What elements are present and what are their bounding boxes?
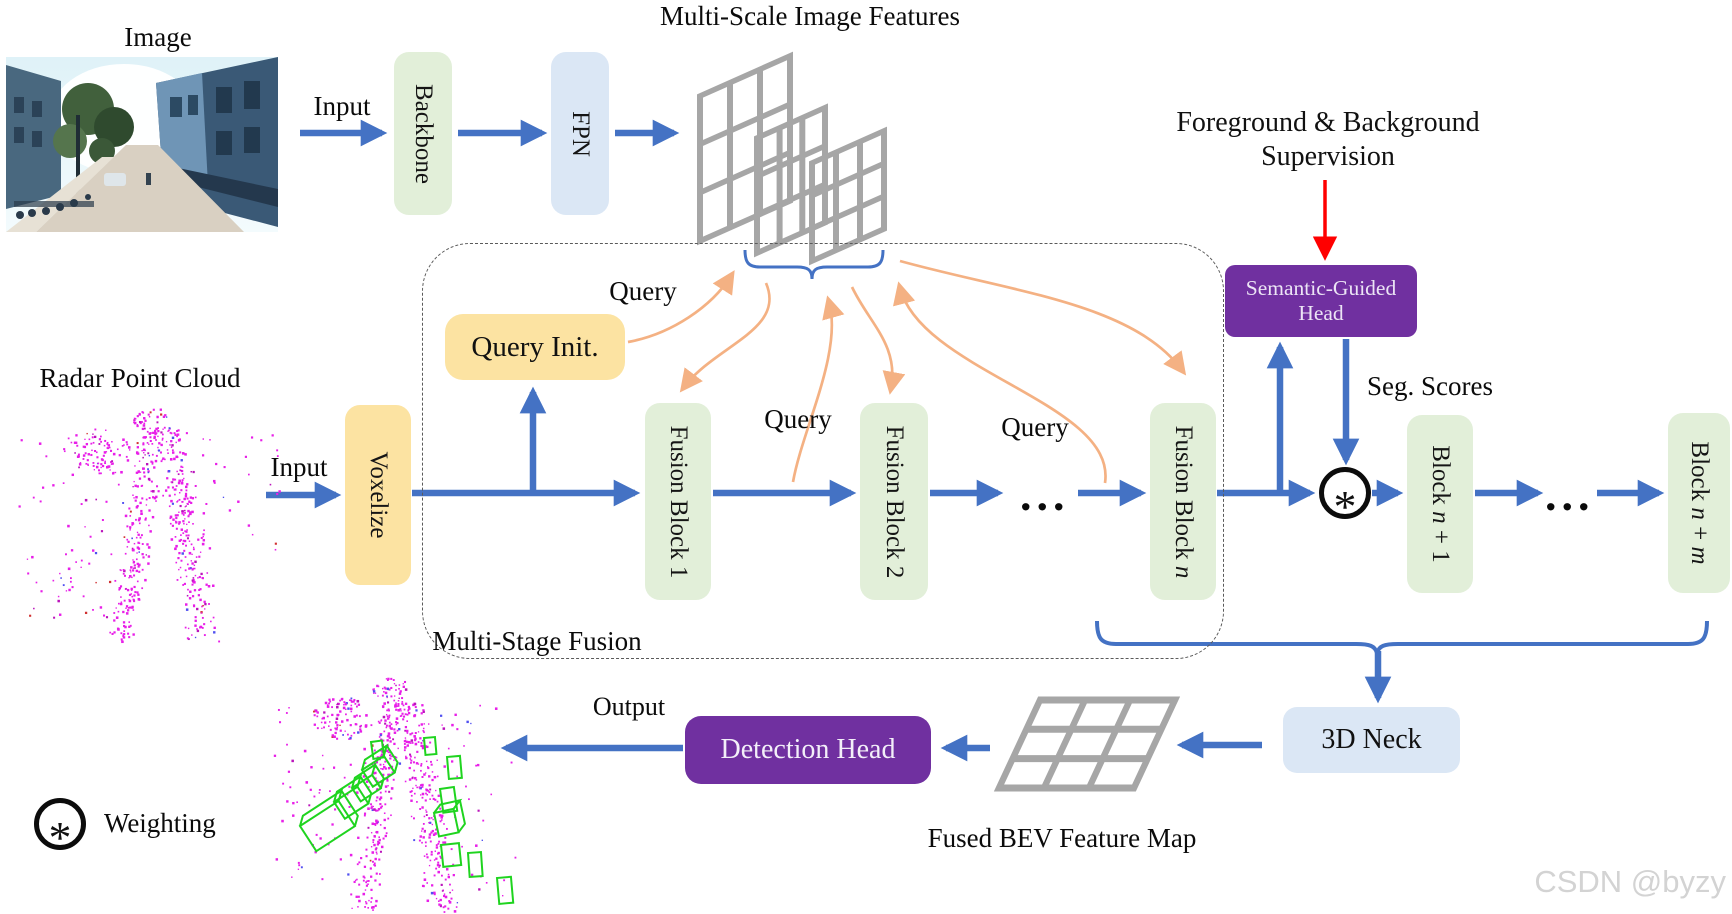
image-label: Image [124, 22, 192, 52]
backbone-label: Backbone [410, 83, 437, 184]
3d-neck-label: 3D Neck [1321, 724, 1422, 755]
fused-bev-grid [993, 696, 1181, 792]
block-nm-box: Block n + m [1668, 413, 1730, 593]
query-label-3: Query [1001, 412, 1069, 442]
features-title: Multi-Scale Image Features [660, 1, 960, 31]
block-n1-box: Block n + 1 [1407, 415, 1473, 593]
fusion-block-2-box: Fusion Block 2 [860, 403, 928, 600]
block-n1-label: Block n + 1 [1427, 445, 1454, 563]
query-label-1: Query [609, 276, 677, 306]
backbone-box: Backbone [394, 52, 452, 215]
ellipsis-fusion: ... [1020, 469, 1070, 520]
radar-label: Radar Point Cloud [39, 363, 241, 393]
multi-stage-fusion-container [422, 243, 1224, 659]
supervision-title: Foreground & Background Supervision [1176, 106, 1479, 174]
semantic-head-line2: Head [1298, 301, 1344, 325]
features-brace [743, 249, 885, 280]
multi-scale-feature-grids [697, 51, 887, 266]
camera-image [6, 57, 278, 232]
query-label-2: Query [764, 404, 832, 434]
detection-head-box: Detection Head [685, 716, 931, 784]
supervision-line1: Foreground & Background [1176, 107, 1480, 138]
semantic-head-line1: Semantic-Guided [1245, 276, 1397, 300]
multi-stage-fusion-label: Multi-Stage Fusion [432, 626, 642, 656]
query-arrow-features-to-block2 [850, 286, 906, 395]
query-arrow-features-to-block1 [679, 282, 771, 393]
weighting-operator-icon: * [1319, 467, 1371, 530]
fusion-block-1-box: Fusion Block 1 [645, 403, 711, 600]
blocks-bracket [1095, 620, 1709, 661]
query-init-label: Query Init. [471, 330, 599, 363]
detection-head-label: Detection Head [720, 734, 896, 765]
ellipsis-post-blocks: ... [1545, 469, 1595, 520]
supervision-line2: Supervision [1261, 141, 1395, 172]
voxelize-box: Voxelize [345, 405, 411, 585]
query-arrow-features-to-blockn [899, 259, 1187, 376]
radar-point-cloud-image [18, 408, 281, 644]
fusion-block-2-label: Fusion Block 2 [881, 425, 908, 578]
fusion-block-n-label: Fusion Block n [1170, 425, 1197, 578]
seg-scores-label: Seg. Scores [1367, 371, 1493, 401]
watermark: CSDN @byzy [1534, 864, 1726, 899]
3d-neck-box: 3D Neck [1283, 707, 1460, 773]
weighting-legend-icon: * [34, 798, 86, 861]
query-arrow-block1-to-features [791, 295, 845, 483]
query-arrow-stream-to-features [893, 281, 1107, 484]
semantic-guided-head-box: Semantic-Guided Head [1225, 265, 1417, 337]
input-label-radar: Input [270, 452, 328, 482]
detection-3d-boxes [298, 735, 515, 905]
output-label: Output [592, 692, 666, 721]
block-nm-label: Block n + m [1686, 441, 1713, 565]
voxelize-label: Voxelize [365, 451, 392, 539]
query-init-box: Query Init. [445, 314, 625, 380]
query-arrow-init-to-features [627, 270, 735, 344]
output-point-cloud-image [273, 677, 517, 913]
bev-map-label: Fused BEV Feature Map [927, 823, 1197, 853]
weighting-legend-label: Weighting [104, 808, 216, 838]
fusion-block-n-box: Fusion Block n [1150, 403, 1216, 600]
fpn-box: FPN [551, 52, 609, 215]
fusion-block-1-label: Fusion Block 1 [665, 425, 692, 578]
input-label-image: Input [313, 91, 371, 121]
fpn-label: FPN [567, 110, 594, 157]
